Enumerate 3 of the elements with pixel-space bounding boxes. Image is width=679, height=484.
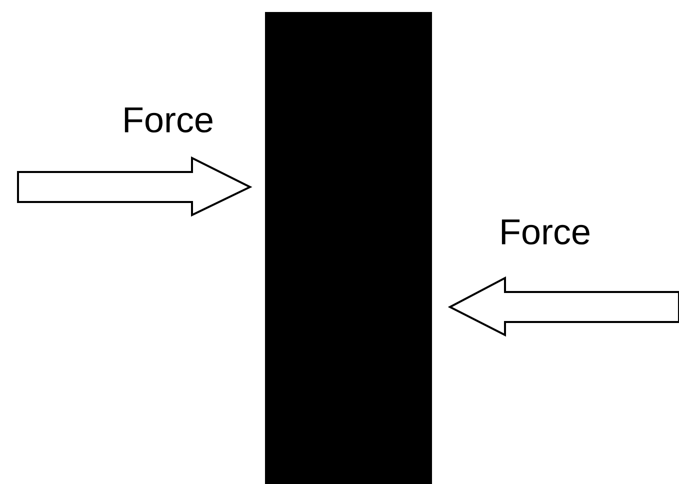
bar: [265, 12, 432, 484]
force-label: Force: [502, 219, 590, 245]
force-label: Force: [124, 107, 212, 133]
